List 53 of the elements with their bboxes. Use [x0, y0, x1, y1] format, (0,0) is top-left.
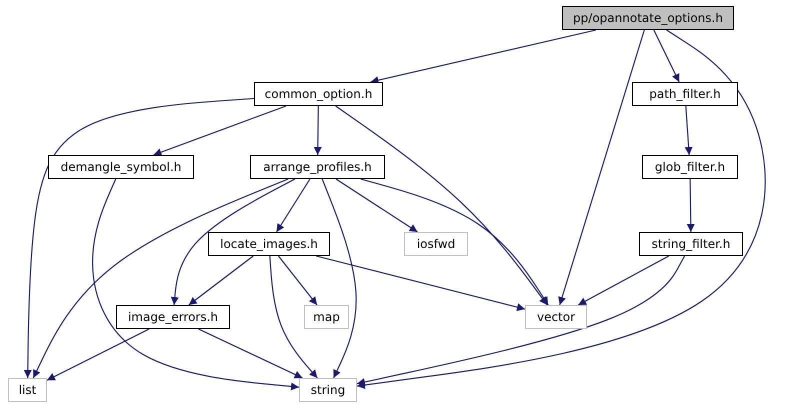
file-box — [404, 232, 468, 256]
file-name: string_filter.h — [652, 237, 730, 251]
file-box — [254, 82, 383, 106]
file-box — [48, 155, 194, 179]
arrow — [46, 328, 150, 381]
arrow — [322, 178, 357, 378]
file-box — [250, 155, 385, 179]
arrow — [356, 30, 766, 389]
arrow — [24, 98, 254, 378]
file-box — [304, 305, 349, 329]
file-name: image_errors.h — [128, 310, 218, 324]
arrow — [653, 30, 680, 82]
arrow — [170, 178, 296, 306]
file-box — [116, 305, 230, 329]
arrow — [314, 106, 322, 155]
arrow — [356, 256, 685, 386]
arrow — [188, 256, 254, 306]
file-name: path_filter.h — [649, 87, 721, 101]
file-name: common_option.h — [264, 87, 372, 101]
file-name: demangle_symbol.h — [60, 160, 182, 174]
arrow — [276, 178, 310, 232]
file-box — [632, 82, 738, 106]
file-box — [208, 232, 330, 256]
arrow — [153, 105, 286, 156]
file-box — [639, 232, 743, 256]
arrow — [92, 178, 300, 390]
arrow — [684, 106, 693, 156]
arrow — [198, 328, 303, 378]
arrow — [32, 178, 288, 378]
file-box — [299, 378, 357, 402]
arrow — [278, 256, 318, 306]
arrow — [336, 178, 418, 232]
file-name: glob_filter.h — [654, 160, 726, 174]
arrow — [558, 30, 645, 306]
file-name: string — [310, 383, 346, 397]
arrow — [360, 178, 549, 306]
file-name: arrange_profiles.h — [263, 160, 372, 174]
file-name: map — [313, 310, 340, 324]
arrow — [686, 179, 695, 232]
file-name: locate_images.h — [220, 237, 318, 251]
file-box — [525, 305, 587, 329]
file-box — [562, 6, 734, 30]
arrow — [370, 29, 596, 84]
arrow — [335, 106, 548, 306]
file-name: vector — [536, 310, 576, 324]
file-name: iosfwd — [416, 237, 456, 251]
arrow — [316, 255, 526, 312]
arrow — [578, 256, 670, 306]
file-name: list — [18, 383, 36, 397]
file-box — [8, 378, 47, 402]
file-box — [642, 155, 738, 179]
file-name: pp/opannotate_options.h — [573, 11, 723, 25]
arrow — [269, 256, 318, 378]
